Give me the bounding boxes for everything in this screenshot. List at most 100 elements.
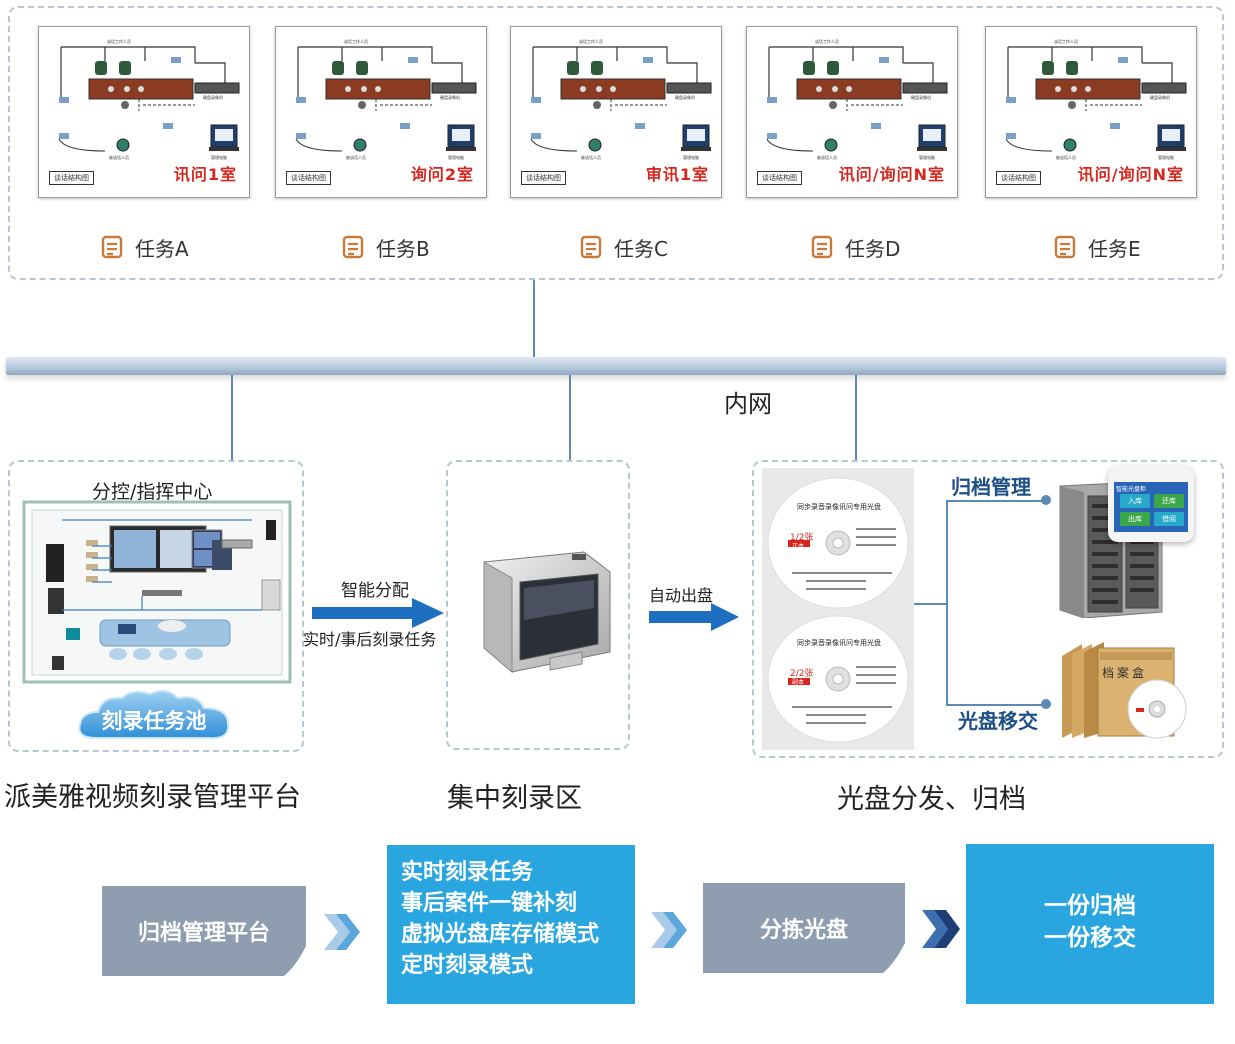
flow-chevron-1 bbox=[324, 914, 360, 950]
rooms-container bbox=[8, 6, 1224, 280]
svg-text:被谈话人员: 被谈话人员 bbox=[817, 154, 837, 160]
platform-caption: 派美雅视频刻录管理平台 bbox=[4, 782, 301, 813]
svg-text:硬盘录像机: 硬盘录像机 bbox=[440, 94, 460, 100]
svg-text:谈话工作人员: 谈话工作人员 bbox=[107, 38, 131, 44]
flow-step2-line: 事后案件一键补刻 bbox=[401, 891, 578, 916]
task-label: 任务B bbox=[376, 236, 430, 261]
task-pool-cloud bbox=[78, 689, 230, 740]
archive-connector-dot bbox=[1041, 495, 1051, 505]
arrow1-icon bbox=[312, 598, 444, 628]
branch-line-archive bbox=[946, 500, 1046, 502]
flow-chevron-2 bbox=[651, 912, 687, 948]
screen-btn-4: 借阅 bbox=[1154, 512, 1184, 526]
svg-text:被谈话人员: 被谈话人员 bbox=[346, 154, 366, 160]
flow-step2-lines: 实时刻录任务事后案件一键补刻虚拟光盘库存储模式定时刻录模式 bbox=[401, 857, 599, 981]
branch-line-transfer bbox=[946, 704, 1046, 706]
svg-text:管理电脑: 管理电脑 bbox=[211, 154, 227, 160]
task-doc-icon bbox=[101, 235, 123, 259]
archive-label: 归档管理 bbox=[951, 475, 1031, 499]
disc-cabinet bbox=[1059, 481, 1163, 618]
left-panel bbox=[8, 460, 304, 752]
transfer-disc bbox=[1127, 679, 1187, 739]
arrow2-top-label: 自动出盘 bbox=[649, 586, 714, 605]
flow-step2-box bbox=[387, 845, 635, 1004]
room-panel: 谈话工作人员 硬盘录像机 被谈话人员 管理电脑 谈话结构图讯问1室 bbox=[38, 26, 250, 198]
svg-text:硬盘录像机: 硬盘录像机 bbox=[1150, 94, 1170, 100]
task-item: 任务A bbox=[101, 232, 189, 262]
svg-text:谈话工作人员: 谈话工作人员 bbox=[344, 38, 368, 44]
svg-text:被谈话人员: 被谈话人员 bbox=[581, 154, 601, 160]
bus-connector-top bbox=[533, 280, 535, 357]
room-name: 询问2室 bbox=[410, 165, 474, 184]
disc-1 bbox=[767, 477, 909, 609]
task-label: 任务D bbox=[845, 236, 901, 261]
room-name: 审讯1室 bbox=[645, 165, 709, 184]
room-structure-label: 谈话结构图 bbox=[286, 171, 331, 185]
flow-step2-line: 虚拟光盘库存储模式 bbox=[401, 922, 600, 947]
disc2-title: 同步录音录像讯问专用光盘 bbox=[797, 639, 881, 647]
task-doc-icon bbox=[342, 235, 364, 259]
room-structure-label: 谈话结构图 bbox=[757, 171, 802, 185]
network-bus bbox=[6, 357, 1226, 375]
room-panel: 谈话工作人员 硬盘录像机 被谈话人员 管理电脑 谈话结构图讯问/询问N室 bbox=[746, 26, 958, 198]
svg-text:硬盘录像机: 硬盘录像机 bbox=[203, 94, 223, 100]
room-name: 讯问/询问N室 bbox=[1077, 165, 1184, 184]
disc-2 bbox=[767, 615, 909, 743]
transfer-label: 光盘移交 bbox=[958, 709, 1038, 733]
task-label: 任务C bbox=[614, 236, 668, 261]
room-structure-label: 谈话结构图 bbox=[996, 171, 1041, 185]
task-item: 任务D bbox=[811, 232, 900, 262]
screen-btn-3: 出库 bbox=[1120, 512, 1150, 526]
flow-step4-box bbox=[966, 844, 1214, 1004]
bus-connector-right bbox=[855, 375, 857, 460]
center-panel bbox=[446, 460, 630, 750]
flow-step3-label: 分拣光盘 bbox=[759, 918, 848, 943]
task-pool-label: 刻录任务池 bbox=[101, 709, 207, 733]
right-caption: 光盘分发、归档 bbox=[837, 784, 1026, 815]
task-doc-icon bbox=[580, 235, 602, 259]
disc2-count: 2/2张 bbox=[790, 669, 814, 679]
arrow2-icon bbox=[649, 603, 739, 631]
svg-text:硬盘录像机: 硬盘录像机 bbox=[675, 94, 695, 100]
disc1-tag: 正本 bbox=[792, 543, 805, 550]
burner-device bbox=[483, 551, 611, 674]
task-label: 任务E bbox=[1088, 236, 1141, 261]
flow-step4-line: 一份移交 bbox=[1044, 925, 1136, 951]
flow-step4-lines: 一份归档一份移交 bbox=[966, 890, 1214, 954]
svg-text:谈话工作人员: 谈话工作人员 bbox=[1054, 38, 1078, 44]
room-structure-label: 谈话结构图 bbox=[49, 171, 94, 185]
right-panel bbox=[752, 460, 1224, 758]
svg-text:管理电脑: 管理电脑 bbox=[683, 154, 699, 160]
svg-text:管理电脑: 管理电脑 bbox=[1158, 154, 1174, 160]
screen-btn-2: 还库 bbox=[1154, 494, 1184, 508]
disc2-tag: 副本 bbox=[792, 679, 805, 686]
control-center-title: 分控/指挥中心 bbox=[92, 481, 213, 503]
svg-text:硬盘录像机: 硬盘录像机 bbox=[911, 94, 931, 100]
svg-text:被谈话人员: 被谈话人员 bbox=[1056, 154, 1076, 160]
transfer-connector-dot bbox=[1041, 699, 1051, 709]
flow-step2-line: 定时刻录模式 bbox=[401, 953, 534, 978]
disc1-title: 同步录音录像讯问专用光盘 bbox=[797, 503, 881, 511]
flow-step4-line: 一份归档 bbox=[1044, 893, 1136, 919]
task-item: 任务B bbox=[342, 232, 430, 262]
disc1-count: 1/2张 bbox=[790, 533, 814, 543]
control-center-diagram bbox=[22, 500, 292, 684]
flow-chevron-3 bbox=[922, 910, 960, 948]
arrow1-bottom-label: 实时/事后刻录任务 bbox=[303, 630, 437, 649]
room-panel: 谈话工作人员 硬盘录像机 被谈话人员 管理电脑 谈话结构图审讯1室 bbox=[510, 26, 722, 198]
cabinet-screen-title: 智能光盘柜 bbox=[1116, 486, 1147, 493]
arrow1-top-label: 智能分配 bbox=[341, 581, 409, 601]
archive-box-label: 档案盒 bbox=[1102, 666, 1148, 680]
task-item: 任务C bbox=[580, 232, 668, 262]
task-label: 任务A bbox=[135, 236, 189, 261]
bus-connector-center bbox=[569, 375, 571, 460]
archive-boxes bbox=[1062, 642, 1175, 738]
room-panel: 谈话工作人员 硬盘录像机 被谈话人员 管理电脑 谈话结构图 讯问/询问N室 bbox=[985, 26, 1197, 198]
flow-step1-shape bbox=[102, 886, 306, 976]
room-panel: 谈话工作人员 硬盘录像机 被谈话人员 管理电脑 谈话结构图询问2室 bbox=[275, 26, 487, 198]
room-structure-label: 谈话结构图 bbox=[521, 171, 566, 185]
task-item: 任务E bbox=[1054, 232, 1141, 262]
task-doc-icon bbox=[811, 235, 833, 259]
branch-line-stub bbox=[914, 603, 948, 605]
flow-step2-line: 实时刻录任务 bbox=[401, 860, 534, 885]
